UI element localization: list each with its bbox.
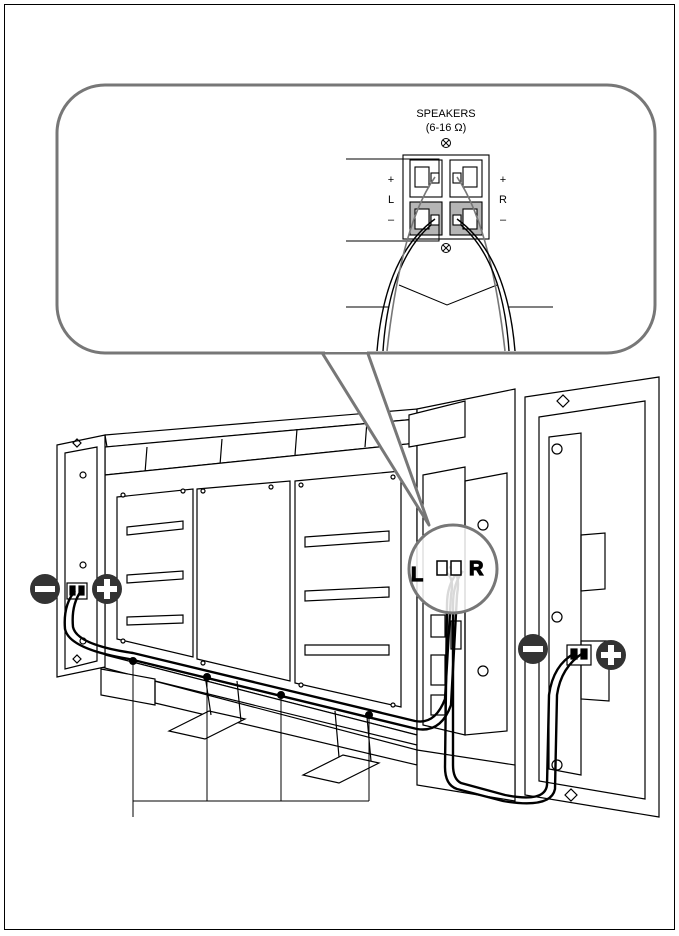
clamp-leader-lines xyxy=(132,661,370,817)
callout-channel-right: R xyxy=(499,194,507,206)
callout-title: SPEAKERS xyxy=(416,108,475,120)
callout-speaker-wires xyxy=(376,176,516,352)
stand-post-left xyxy=(204,674,242,722)
speaker-connection-diagram: L R SPEAKERS (6-16 Ω) xyxy=(30,83,660,818)
callout-box xyxy=(55,83,657,355)
left-speaker-unit xyxy=(56,434,106,678)
panel-slot xyxy=(304,644,390,656)
callout-channel-left: L xyxy=(388,194,394,206)
panel-slot xyxy=(304,586,390,602)
callout-plus-right: + xyxy=(500,174,506,186)
lower-housing xyxy=(416,749,516,802)
callout-plus-left: + xyxy=(388,174,394,186)
callout-balloon: SPEAKERS (6-16 Ω) + L – xyxy=(55,83,657,527)
screw-icon xyxy=(441,243,451,253)
panel-slot xyxy=(126,614,184,626)
plus-sign-icon xyxy=(596,640,626,670)
right-speaker-recess xyxy=(548,432,582,776)
right-speaker-notch xyxy=(556,394,578,802)
speaker-terminal-block xyxy=(402,154,490,240)
panel-slot xyxy=(126,520,184,536)
panel-screws xyxy=(120,474,396,708)
callout-minus-left: – xyxy=(388,214,395,226)
monitor-rear-body xyxy=(56,376,660,818)
panel-slot xyxy=(304,530,390,548)
plus-sign-icon xyxy=(92,574,122,604)
callout-leader-lines xyxy=(346,158,553,308)
left-speaker-notch xyxy=(72,438,82,664)
callout-minus-right: – xyxy=(500,214,507,226)
rear-panel-right xyxy=(294,470,402,708)
right-speaker-unit xyxy=(524,376,660,818)
minus-sign-icon xyxy=(518,634,548,664)
rear-panel-middle xyxy=(196,480,291,682)
panel-terminal-right-label: R xyxy=(469,558,484,580)
minus-sign-icon xyxy=(30,574,60,604)
diagram-frame: L R SPEAKERS (6-16 Ω) xyxy=(4,4,675,930)
panel-slot xyxy=(126,570,184,584)
stand-foot-left xyxy=(100,668,156,706)
side-module-top xyxy=(408,400,466,448)
stand-leg-right xyxy=(301,754,381,784)
side-bracket xyxy=(464,472,508,736)
terminal-magnifier: L R xyxy=(407,523,499,615)
left-speaker-face xyxy=(64,446,98,670)
callout-impedance: (6-16 Ω) xyxy=(426,122,467,134)
panel-terminal-left-label: L xyxy=(411,564,423,586)
top-vents xyxy=(144,420,368,474)
screw-icon xyxy=(441,138,451,148)
